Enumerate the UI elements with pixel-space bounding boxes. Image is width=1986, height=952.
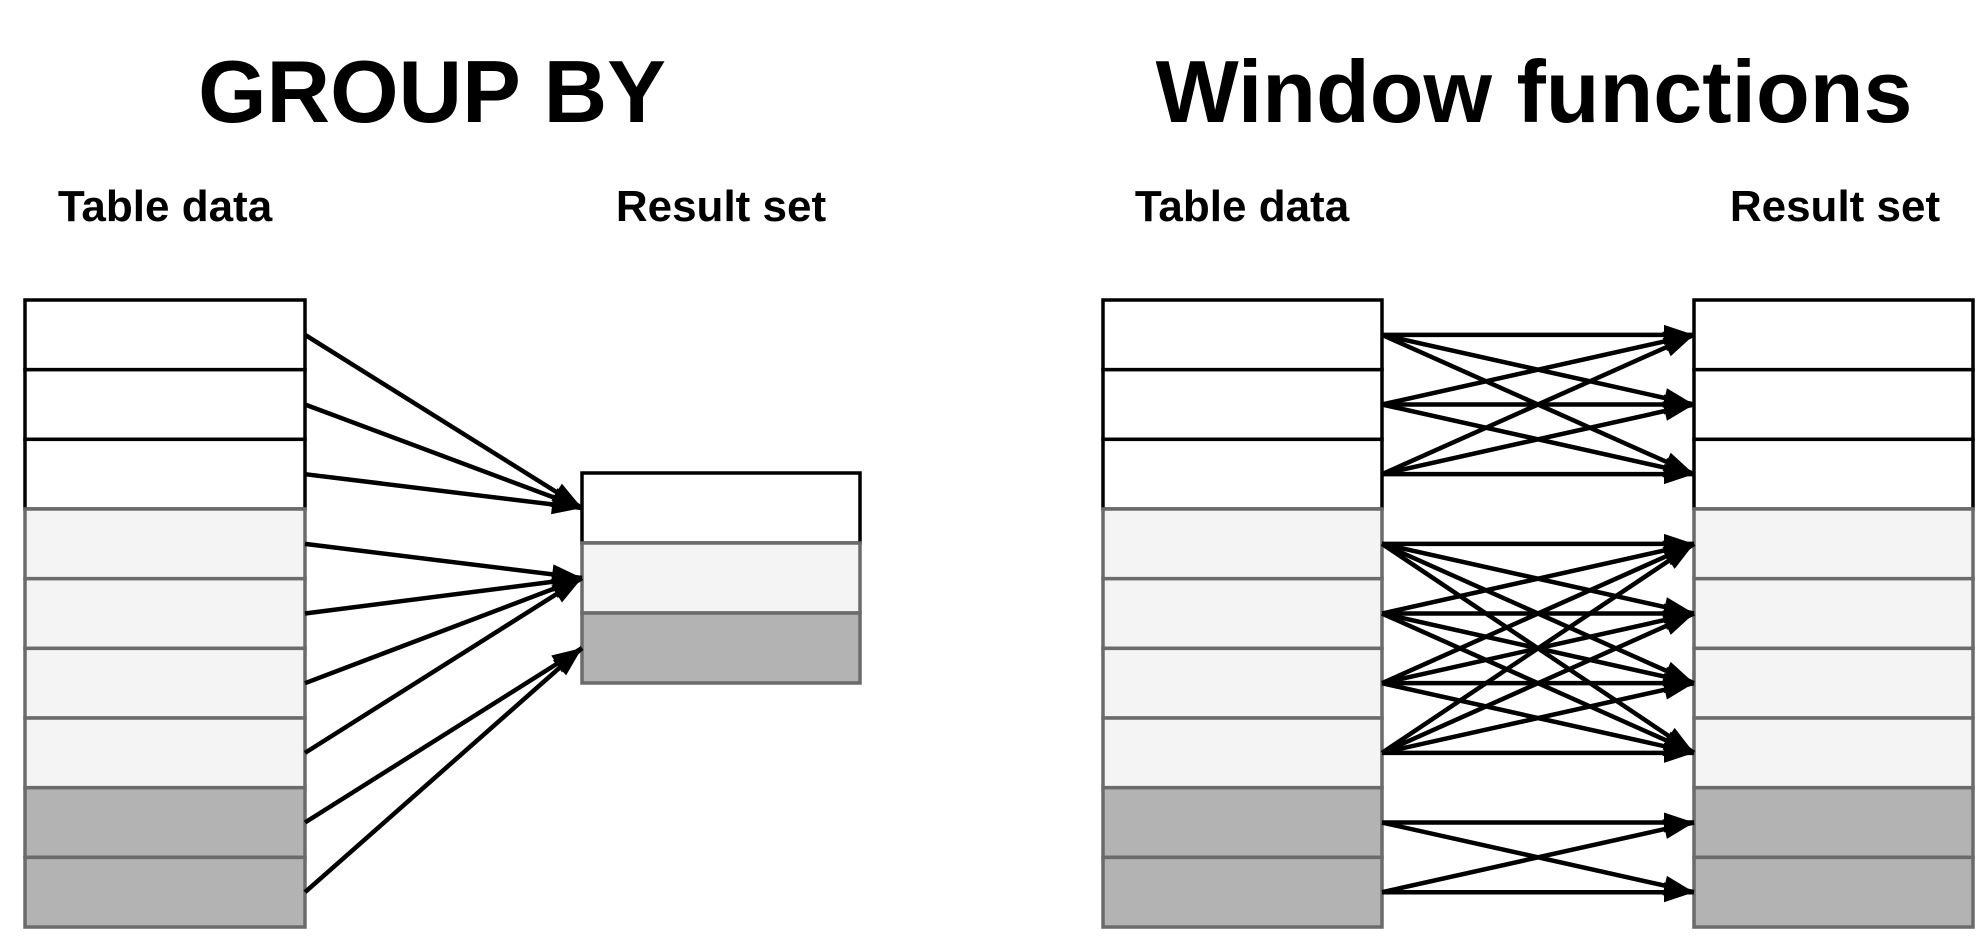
group-by-source-table-row xyxy=(23,855,307,929)
window-functions-result-table-row xyxy=(1692,855,1975,929)
window-functions-result-table-row xyxy=(1692,367,1975,442)
group-by-source-table-row xyxy=(23,646,307,720)
window-functions-mapping-arrow xyxy=(1380,541,1696,755)
window-functions-mapping-arrow xyxy=(1381,819,1695,895)
window-functions-source-table-row xyxy=(1101,367,1384,442)
group-by-mapping-arrow xyxy=(304,575,583,686)
group-by-result-label: Result set xyxy=(616,182,827,231)
group-by-source-table-row xyxy=(23,507,307,581)
window-functions-result-table-row xyxy=(1692,716,1975,790)
window-functions-source-table-row xyxy=(1101,507,1384,581)
group-by-mapping-arrow xyxy=(303,646,584,894)
group-by-mapping-arrow xyxy=(304,471,583,515)
window-functions-mapping-arrow xyxy=(1381,541,1695,686)
window-functions-mapping-arrow xyxy=(1381,401,1695,477)
group-by-source-label: Table data xyxy=(58,182,273,231)
window-functions-mapping-arrow xyxy=(1381,540,1695,616)
window-functions-source-table-row xyxy=(1101,716,1384,790)
group-by-mapping-arrow xyxy=(304,402,583,511)
window-result-label: Result set xyxy=(1730,182,1941,231)
window-functions-result-table-row xyxy=(1692,646,1975,720)
group-by-source-table-row xyxy=(23,437,307,511)
shapes-layer xyxy=(23,298,1975,929)
group-by-source-table-row xyxy=(23,367,307,442)
window-functions-result-table-row xyxy=(1692,298,1975,372)
group-by-source-table-row xyxy=(23,576,307,651)
group-by-source-table-row xyxy=(23,716,307,790)
group-by-result-table-row xyxy=(580,541,862,615)
group-by-source-table-row xyxy=(23,298,307,372)
window-functions-source-table-row xyxy=(1101,437,1384,511)
group-by-mapping-arrow xyxy=(303,646,584,825)
window-functions-mapping-arrow xyxy=(1381,331,1695,407)
group-by-mapping-arrow xyxy=(304,571,583,616)
window-functions-mapping-arrow xyxy=(1381,679,1695,756)
window-functions-source-table-row xyxy=(1101,855,1384,929)
group-by-mapping-arrow xyxy=(303,576,584,755)
window-functions-result-table-row xyxy=(1692,507,1975,581)
window-functions-result-table-row xyxy=(1692,576,1975,651)
group-by-source-table-row xyxy=(23,785,307,860)
window-functions-source-table-row xyxy=(1101,298,1384,372)
group-by-result-table-row xyxy=(580,611,862,685)
window-source-label: Table data xyxy=(1135,182,1350,231)
group-by-mapping-arrow xyxy=(303,332,584,510)
window-functions-mapping-arrow xyxy=(1381,611,1695,755)
window-functions-mapping-arrow xyxy=(1381,332,1695,477)
window-functions-source-table-row xyxy=(1101,785,1384,860)
window-functions-source-table-row xyxy=(1101,646,1384,720)
window-functions-result-table-row xyxy=(1692,785,1975,860)
group-by-result-table-row xyxy=(580,471,862,545)
window-functions-title: Window functions xyxy=(1156,42,1913,141)
group-by-mapping-arrow xyxy=(304,541,583,585)
window-functions-source-table-row xyxy=(1101,576,1384,651)
group-by-title: GROUP BY xyxy=(198,42,666,141)
window-functions-result-table-row xyxy=(1692,437,1975,511)
